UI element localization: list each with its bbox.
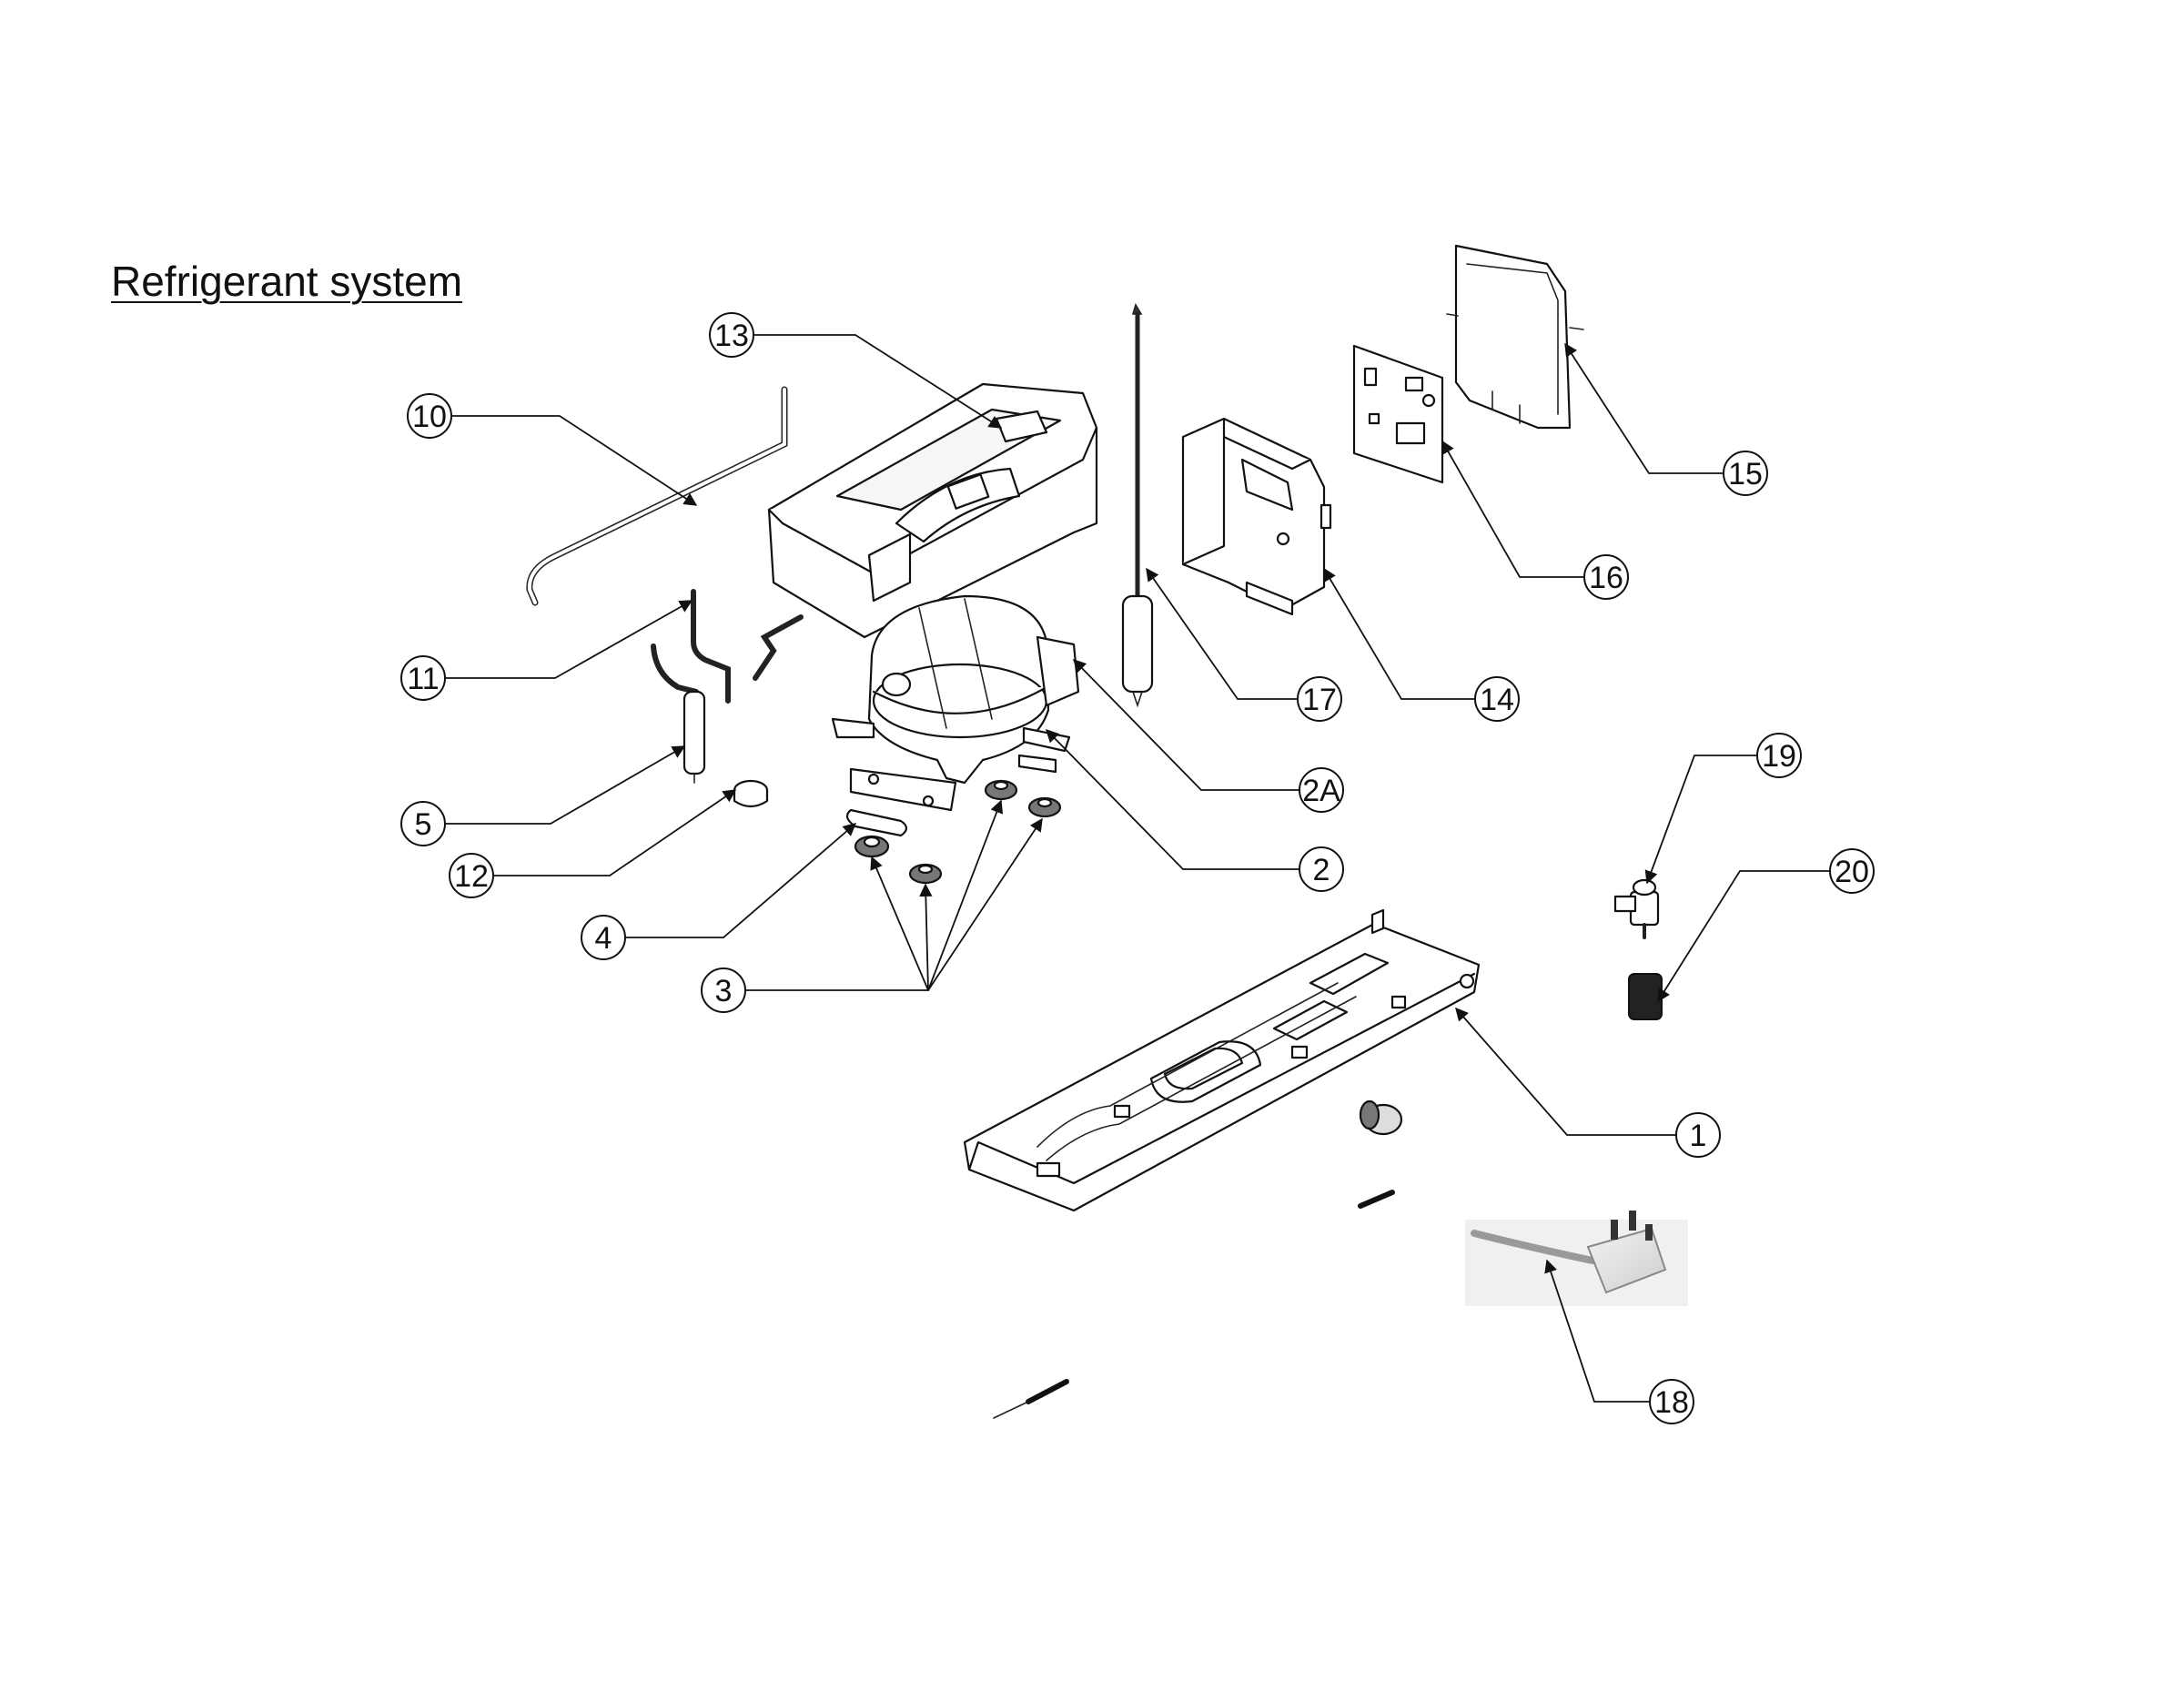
callout-label: 1 (1690, 1119, 1707, 1153)
callout-15: 15 (1723, 451, 1768, 496)
leader-line-2 (1045, 728, 1299, 870)
callout-14: 14 (1474, 676, 1520, 722)
callout-label: 5 (415, 807, 432, 842)
part-16-circuit-board (1352, 344, 1444, 484)
callout-circle (1829, 848, 1875, 894)
callout-10: 10 (407, 393, 452, 439)
callout-circle (1756, 733, 1802, 778)
bushing-and-pins (993, 1099, 1403, 1419)
callout-circle (1297, 676, 1342, 722)
callout-label: 18 (1654, 1385, 1689, 1420)
leader-line-11 (445, 600, 693, 679)
callout-circle (581, 915, 626, 960)
callout-4: 4 (581, 915, 626, 960)
leader-line-3-4 (927, 817, 1043, 991)
callout-circle (1675, 1112, 1721, 1158)
leader-line-12 (493, 789, 737, 876)
callout-label: 17 (1302, 683, 1337, 717)
part-4-clip (845, 808, 908, 837)
callout-circle (1583, 554, 1629, 600)
part-10-tube (526, 386, 788, 606)
leader-lines (445, 334, 1830, 1403)
callout-label: 4 (595, 921, 612, 956)
callout-20: 20 (1829, 848, 1875, 894)
part-20-foot (1628, 973, 1663, 1020)
callout-circle (400, 655, 446, 701)
callout-label: 2A (1302, 774, 1340, 808)
callout-circle (701, 968, 746, 1013)
callout-circle (1474, 676, 1520, 722)
leader-line-5 (445, 745, 686, 825)
leader-line-4 (625, 823, 857, 938)
callout-label: 11 (407, 662, 439, 696)
leader-line-3-1 (745, 856, 930, 991)
callout-circle (407, 393, 452, 439)
part-13-tray (767, 382, 1098, 639)
leader-line-13 (753, 334, 1003, 429)
callout-circle (1649, 1379, 1694, 1424)
callout-label: 16 (1589, 561, 1623, 595)
callout-2A: 2A (1299, 767, 1344, 813)
callout-circle (1299, 846, 1344, 892)
callout-13: 13 (709, 312, 754, 358)
callout-label: 3 (715, 974, 733, 1008)
part-18-power-plug (1465, 1211, 1688, 1306)
callout-2: 2 (1299, 846, 1344, 892)
callout-19: 19 (1756, 733, 1802, 778)
callout-circle (1299, 767, 1344, 813)
part-17-probe (1121, 303, 1154, 708)
part-5-filter-drier (682, 690, 706, 784)
callout-circle (400, 801, 446, 846)
part-19-valve (1613, 878, 1660, 939)
leader-line-14 (1323, 567, 1475, 700)
callout-16: 16 (1583, 554, 1629, 600)
part-3-grommets (854, 779, 1062, 885)
callout-1: 1 (1675, 1112, 1721, 1158)
leader-line-10 (451, 415, 698, 506)
leader-line-16 (1441, 440, 1584, 578)
callout-18: 18 (1649, 1379, 1694, 1424)
callout-3: 3 (701, 968, 746, 1013)
callout-label: 13 (714, 319, 749, 353)
part-11-tubes (651, 589, 804, 704)
leader-line-20 (1657, 870, 1830, 1003)
part-14-electrical-box (1181, 417, 1332, 616)
leader-line-15 (1564, 342, 1724, 474)
diagram-title: Refrigerant system (111, 258, 463, 305)
callout-5: 5 (400, 801, 446, 846)
leader-line-17 (1146, 567, 1298, 700)
part-1-base-plate (963, 908, 1481, 1212)
leader-line-18 (1544, 1259, 1650, 1403)
callout-12: 12 (449, 853, 494, 898)
part-2-compressor (831, 594, 1080, 812)
callout-17: 17 (1297, 676, 1342, 722)
callout-circle (709, 312, 754, 358)
callout-circle (1723, 451, 1768, 496)
callout-label: 14 (1480, 683, 1514, 717)
callout-11: 11 (400, 655, 446, 701)
callout-circle (449, 853, 494, 898)
callout-label: 12 (454, 859, 489, 894)
callout-label: 15 (1728, 457, 1763, 491)
part-15-cover (1446, 244, 1584, 430)
callout-label: 19 (1762, 739, 1796, 774)
leader-line-3-3 (927, 799, 1004, 991)
callout-label: 10 (412, 400, 447, 434)
callout-label: 2 (1313, 853, 1330, 887)
leader-line-3-2 (919, 883, 933, 991)
callout-label: 20 (1835, 855, 1869, 889)
leader-line-1 (1455, 1007, 1676, 1136)
leader-line-2A (1072, 658, 1299, 791)
leader-line-19 (1644, 755, 1757, 885)
part-12-ring (733, 779, 769, 808)
